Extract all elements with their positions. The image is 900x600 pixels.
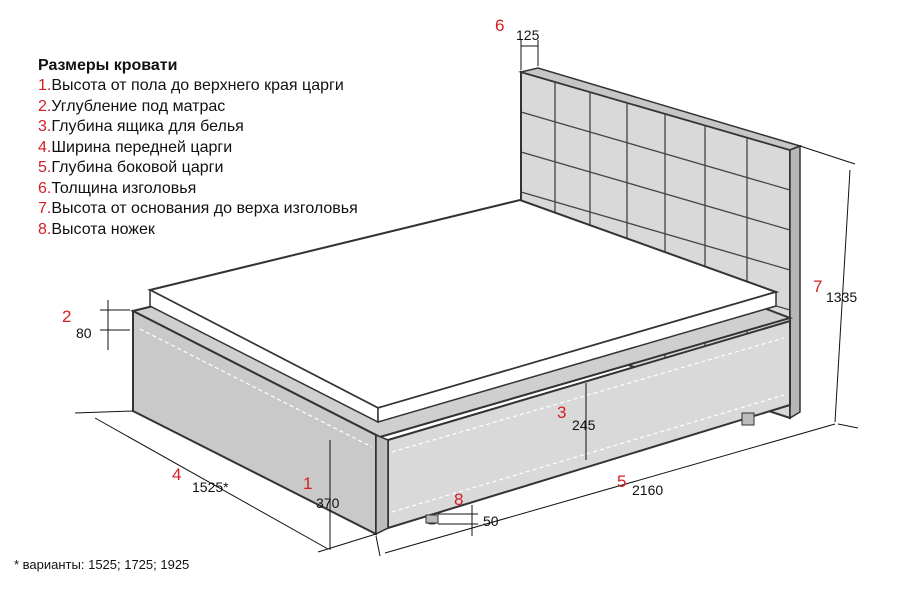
dim5-index: 5	[617, 472, 626, 491]
dim1-index: 1	[303, 474, 312, 493]
dim7-value: 1335	[826, 289, 857, 305]
headboard-edge	[789, 144, 801, 420]
leg-back-body	[741, 412, 755, 426]
frame-corner	[375, 433, 389, 536]
dim4-index: 4	[172, 465, 181, 484]
legend-number: 6.	[38, 179, 52, 197]
legend-item: 5.Глубина боковой царги	[38, 158, 358, 179]
legend-item: 8.Высота ножек	[38, 220, 358, 241]
dim7-index: 7	[813, 277, 822, 296]
legend-number: 4.	[38, 138, 52, 156]
dim8-value: 50	[483, 513, 499, 529]
dim5-value: 2160	[632, 482, 663, 498]
mattress-side-edge	[377, 291, 777, 423]
legend-text: Высота от пола до верхнего края царги	[51, 77, 344, 94]
legend-item: 2.Углубление под матрас	[38, 97, 358, 118]
legend-number: 8.	[38, 220, 52, 238]
legend-text: Глубина боковой царги	[51, 159, 224, 176]
legend-number: 7.	[38, 200, 52, 217]
legend-text: Глубина ящика для белья	[51, 118, 244, 135]
legend-number: 1.	[38, 77, 52, 94]
legend-item: 3.Глубина ящика для белья	[38, 117, 358, 138]
legend-item: 6.Толщина изголовья	[38, 179, 358, 200]
dimension-legend: Размеры кровати 1.Высота от пола до верх…	[38, 56, 358, 240]
legend-item: 4.Ширина передней царги	[38, 138, 358, 159]
legend-item: 7.Высота от основания до верха изголовья	[38, 199, 358, 220]
dimension-lines	[74, 40, 859, 557]
dim3-value: 245	[572, 417, 596, 433]
dim6-index: 6	[495, 16, 504, 35]
legend-text: Высота ножек	[51, 220, 155, 238]
leg-front-body	[425, 514, 439, 524]
legend-number: 5.	[38, 159, 52, 176]
stitching	[139, 328, 785, 513]
legend-text: Углубление под матрас	[51, 97, 226, 115]
dim8-index: 8	[454, 490, 463, 509]
footnote: * варианты: 1525; 1725; 1925	[14, 557, 190, 572]
legend-text: Толщина изголовья	[51, 179, 197, 197]
legend-number: 3.	[38, 118, 52, 135]
legend-title: Размеры кровати	[38, 57, 178, 74]
legend-item: 1.Высота от пола до верхнего края царги	[38, 76, 358, 97]
dim6-value: 125	[516, 27, 540, 43]
dim2-index: 2	[62, 307, 71, 326]
dim1-value: 370	[316, 495, 340, 511]
dim3-index: 3	[557, 403, 566, 422]
legend-number: 2.	[38, 97, 52, 115]
dim2-value: 80	[76, 325, 92, 341]
legend-text: Ширина передней царги	[51, 138, 233, 156]
legend-text: Высота от основания до верха изголовья	[51, 200, 358, 217]
legend-list: 1.Высота от пола до верхнего края царги …	[38, 76, 358, 240]
dim4-value: 1525*	[192, 479, 229, 495]
